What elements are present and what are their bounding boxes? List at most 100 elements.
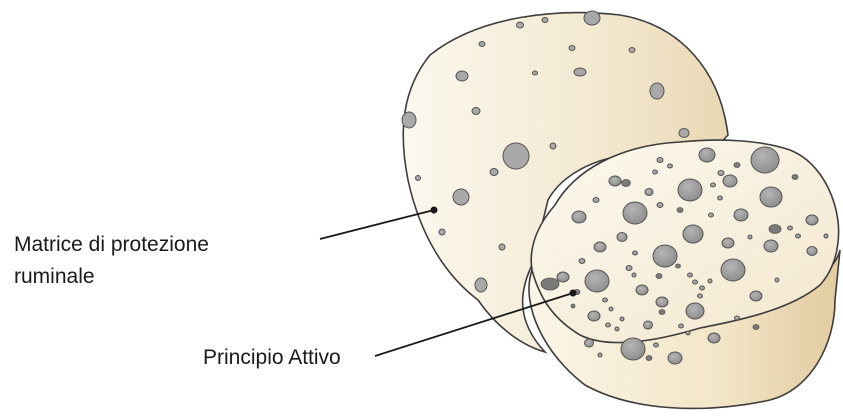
particle — [632, 273, 636, 277]
particle — [698, 294, 703, 298]
particle — [688, 273, 693, 277]
particle — [708, 333, 720, 343]
particle — [609, 307, 613, 311]
particle — [645, 189, 653, 196]
dark-particle — [769, 225, 781, 234]
particle — [626, 266, 632, 271]
particle — [748, 235, 752, 239]
dark-particle — [677, 208, 683, 213]
dark-particle — [571, 304, 575, 308]
particle — [572, 211, 586, 223]
particle — [668, 352, 682, 364]
particle — [718, 196, 723, 200]
particle — [693, 280, 698, 284]
particle — [824, 234, 828, 238]
particle — [653, 170, 658, 174]
particle — [700, 286, 705, 290]
particle — [678, 179, 702, 201]
particle — [621, 338, 645, 360]
particle — [579, 259, 585, 264]
pore — [402, 112, 416, 128]
particle — [606, 323, 611, 327]
pore — [550, 143, 556, 149]
particle — [594, 242, 606, 252]
particle — [679, 324, 684, 328]
particle — [609, 176, 621, 186]
particle — [636, 285, 648, 295]
pore — [499, 244, 505, 250]
matrix-callout: Matrice di protezione ruminale — [14, 207, 438, 289]
pore — [456, 71, 468, 81]
active-ingredient-label: Principio Attivo — [203, 346, 341, 369]
particle — [775, 278, 779, 282]
dark-particle — [659, 310, 665, 315]
pore — [472, 108, 480, 115]
pore — [679, 129, 689, 138]
particle — [623, 202, 647, 224]
particle — [806, 215, 818, 225]
pore — [574, 68, 586, 76]
pore — [629, 48, 635, 53]
particle — [750, 291, 762, 301]
matrix-label-line1: Matrice di protezione — [14, 233, 209, 256]
particle — [734, 209, 748, 221]
particle — [686, 331, 690, 335]
particle — [683, 225, 703, 243]
particle — [686, 303, 704, 319]
pore — [439, 229, 445, 235]
particle — [644, 321, 653, 329]
particle — [617, 233, 627, 242]
particle — [760, 187, 782, 207]
particle — [598, 353, 602, 357]
particle — [723, 175, 737, 187]
particle — [633, 251, 638, 255]
particle — [796, 234, 801, 238]
dark-particle — [541, 278, 559, 290]
dark-particle — [656, 274, 662, 279]
cut-granule — [529, 140, 840, 408]
particle — [708, 279, 712, 283]
dark-particle — [792, 175, 798, 180]
particle — [721, 259, 745, 281]
particle — [709, 213, 714, 217]
particle — [603, 298, 608, 302]
pore — [517, 22, 524, 28]
particle — [657, 158, 663, 163]
particle — [593, 198, 599, 203]
dark-particle — [734, 163, 740, 168]
particle — [711, 183, 716, 187]
dark-particle — [676, 264, 681, 268]
dark-particle — [753, 325, 759, 330]
particle — [788, 226, 793, 230]
particle — [764, 240, 778, 252]
particle — [588, 311, 600, 321]
particle — [699, 148, 715, 162]
particle — [656, 297, 668, 307]
pore — [584, 11, 600, 25]
pore — [542, 18, 548, 23]
dark-particle — [622, 180, 631, 187]
particle — [807, 247, 817, 256]
pore — [569, 46, 575, 51]
particle — [751, 147, 779, 173]
particle — [735, 316, 740, 320]
matrix-label-line2: ruminale — [14, 265, 95, 288]
matrix-pointer-dot — [431, 207, 438, 214]
dark-particle — [646, 356, 652, 361]
pore — [479, 42, 485, 47]
active-pointer-dot — [570, 290, 577, 297]
particle — [718, 171, 724, 176]
particle — [615, 327, 619, 331]
particle — [620, 317, 624, 321]
particle — [653, 245, 677, 267]
particle — [557, 272, 569, 282]
pore — [475, 278, 487, 292]
particle — [654, 343, 659, 347]
pore — [503, 143, 529, 169]
particle — [657, 203, 663, 208]
particle — [585, 270, 609, 292]
particle — [668, 164, 673, 168]
pore — [416, 176, 421, 181]
pore — [453, 189, 469, 205]
